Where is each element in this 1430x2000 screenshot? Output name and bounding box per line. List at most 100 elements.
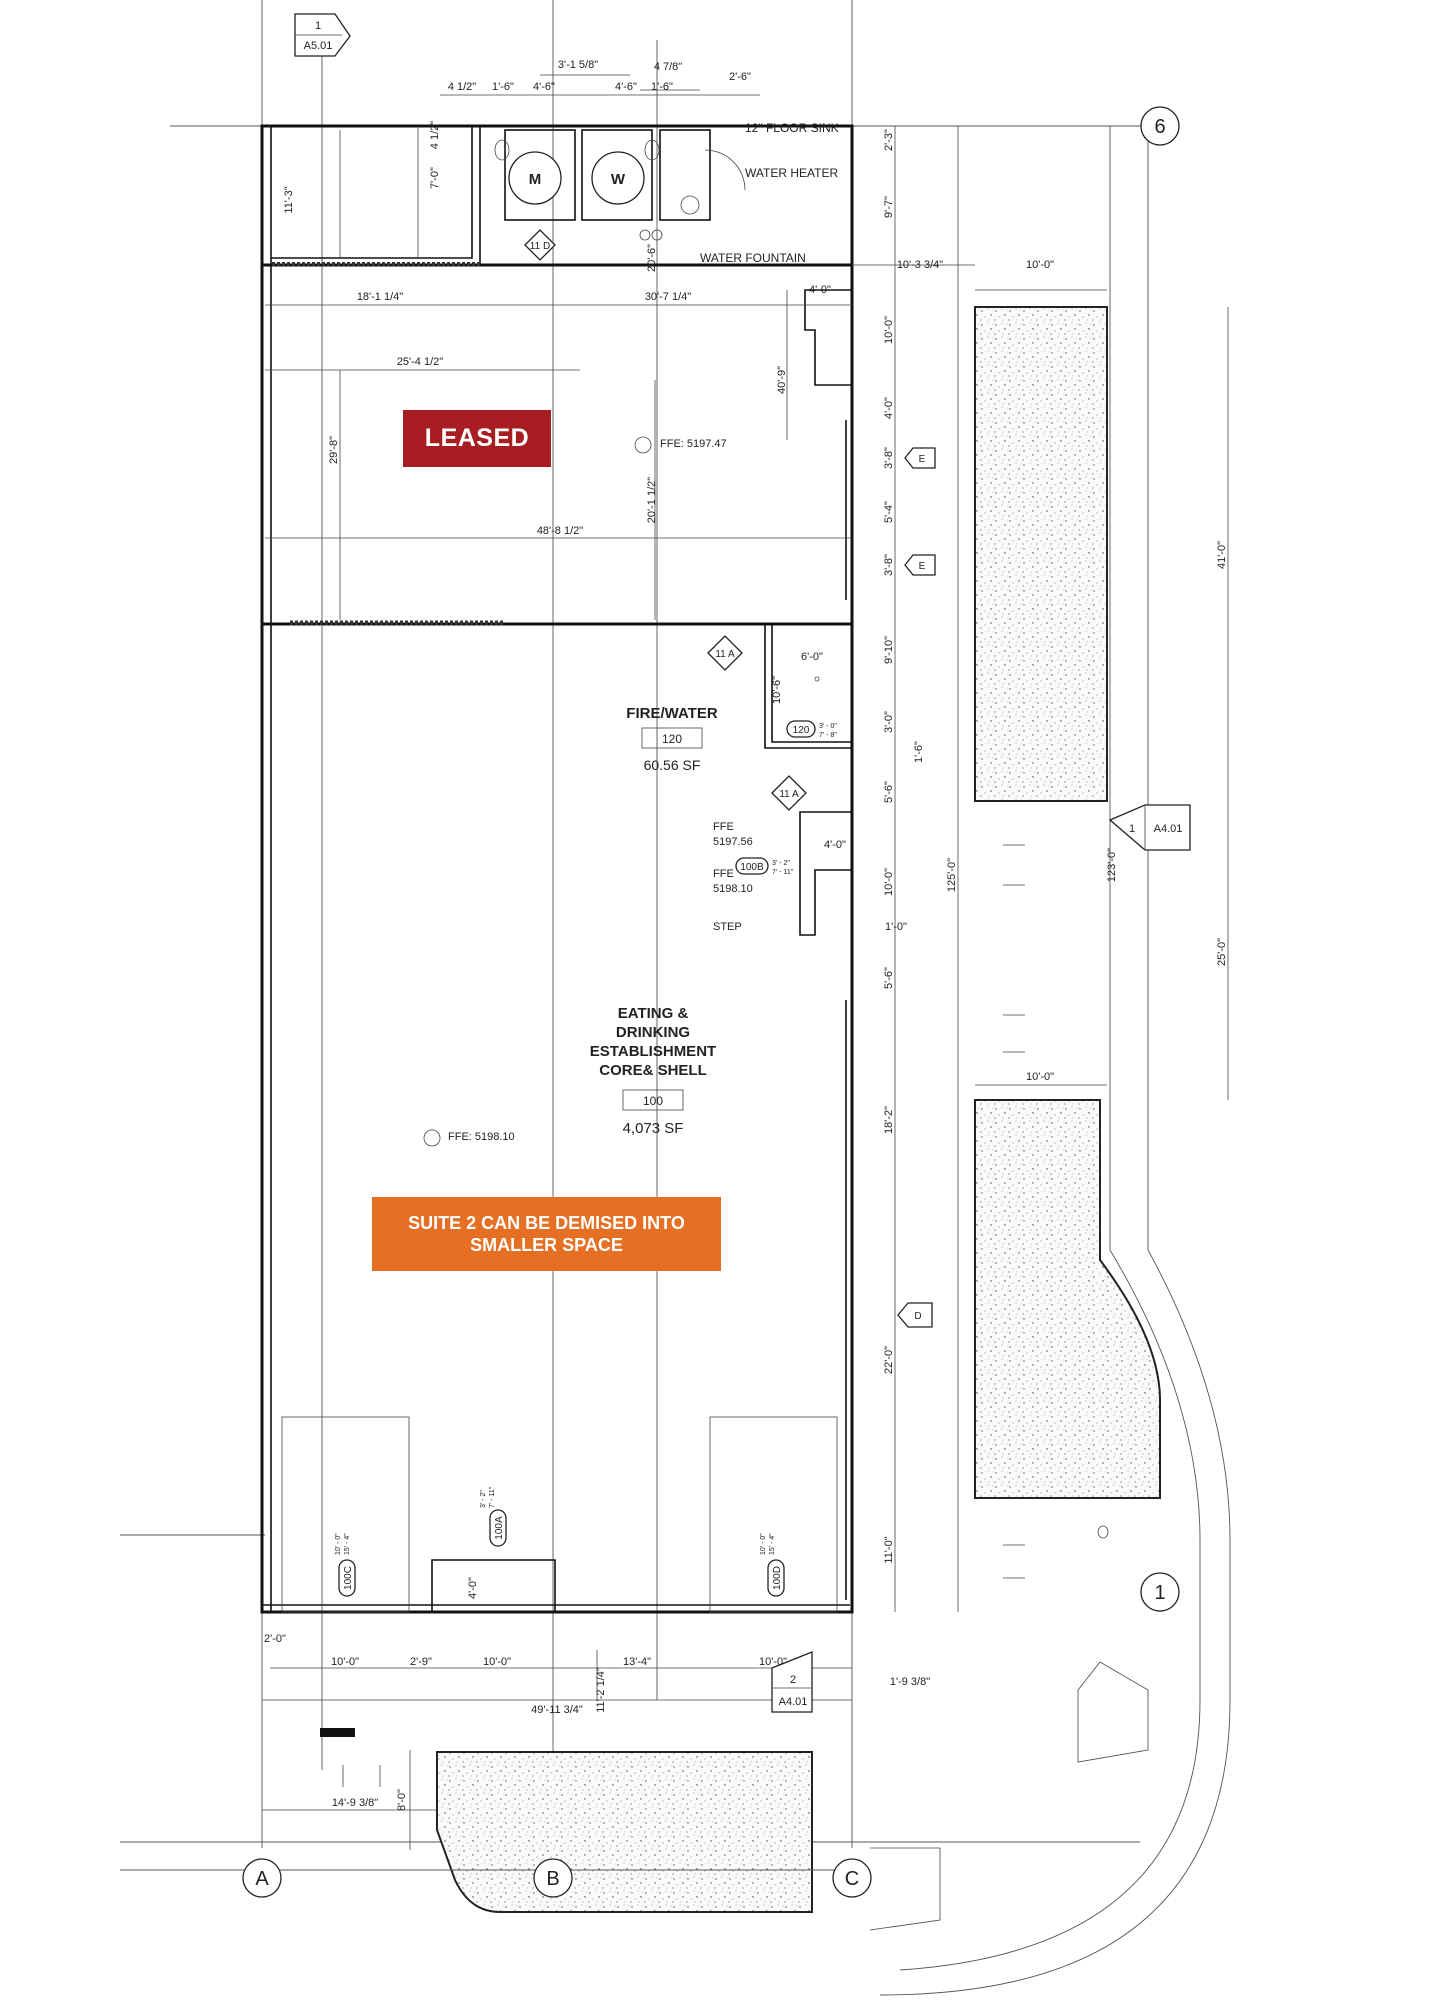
leased-banner: LEASED xyxy=(403,410,551,467)
section-ref-right-sheet: A4.01 xyxy=(1154,823,1183,835)
dim-5-6-a: 5'-6" xyxy=(883,781,895,803)
dim-29-8: 29'-8" xyxy=(328,436,340,464)
section-ref-bottom-number: 2 xyxy=(790,1674,796,1686)
dim-4-12-b: 4 1/2" xyxy=(429,121,441,149)
dim-10-0-a: 10'-0" xyxy=(883,316,895,344)
dim-10-0-c: 10'-0" xyxy=(331,1656,359,1668)
dim-1-6-a: 1'-6" xyxy=(492,81,514,93)
detail-tags: 11 D 11 A 11 A E E D 120 3' - 0" 7' - 8"… xyxy=(335,229,936,1597)
step-label: STEP xyxy=(713,921,742,933)
main-room-name-line-4: CORE& SHELL xyxy=(599,1062,707,1079)
ffe-main-label: FFE: 5198.10 xyxy=(448,1131,515,1143)
tag-11a-top: 11 A xyxy=(715,649,735,660)
dim-41-0: 41'-0" xyxy=(1216,541,1228,569)
dim-10-0-mid: 10'-0" xyxy=(1026,1071,1054,1083)
floor-sink-label: 12" FLOOR SINK xyxy=(745,121,839,135)
section-ref-bottom-sheet: A4.01 xyxy=(779,1696,808,1708)
ffe-top-label: FFE: 5197.47 xyxy=(660,438,727,450)
section-ref-top-sheet: A5.01 xyxy=(304,40,333,52)
dim-1-0: 1'-0" xyxy=(885,921,907,933)
dim-18-2: 18'-2" xyxy=(883,1106,895,1134)
dim-4-0-a: 4'-0" xyxy=(809,284,831,296)
grid-label-6: 6 xyxy=(1154,116,1165,138)
dim-1-6-c: 1'-6" xyxy=(913,741,925,763)
room-labels: M W FIRE/WATER 120 60.56 SF EATING & DRI… xyxy=(529,171,718,1137)
site-planters xyxy=(120,126,1231,1996)
suite-demise-banner: SUITE 2 CAN BE DEMISED INTO SMALLER SPAC… xyxy=(372,1197,721,1271)
dim-2-0: 2'-0" xyxy=(264,1633,286,1645)
dim-4-12-a: 4 1/2" xyxy=(448,81,476,93)
tag-e-1: E xyxy=(919,454,926,465)
fire-water-room-number: 120 xyxy=(662,732,682,746)
grid-lines xyxy=(120,0,1150,1848)
ffe-2-value: 5198.10 xyxy=(713,883,753,895)
dim-7-0: 7'-0" xyxy=(429,167,441,189)
section-refs: 1 A5.01 1 A4.01 2 A4.01 xyxy=(294,13,1191,1713)
dim-123-0: 123'-0" xyxy=(1106,848,1118,882)
ffe-2-label: FFE xyxy=(713,868,734,880)
grid-label-b: B xyxy=(546,1868,559,1890)
dim-20-1-12: 20'-1 1/2" xyxy=(646,477,658,523)
dim-4-0-b: 4'-0" xyxy=(883,397,895,419)
tag-d: D xyxy=(914,1311,921,1322)
dim-14-9-38: 14'-9 3/8" xyxy=(332,1797,378,1809)
section-ref-right-number: 1 xyxy=(1129,823,1135,835)
dim-4-6-a: 4'-6" xyxy=(533,81,555,93)
water-fountain-label: WATER FOUNTAIN xyxy=(700,251,806,265)
dim-2-6: 2'-6" xyxy=(729,71,751,83)
dim-18-1-14: 18'-1 1/4" xyxy=(357,291,403,303)
tag-11d: 11 D xyxy=(530,241,550,252)
main-room-name-line-3: ESTABLISHMENT xyxy=(590,1043,716,1060)
main-room-name-line-1: EATING & xyxy=(618,1005,689,1022)
building-walls xyxy=(260,124,854,1614)
dim-3-8-a: 3'-8" xyxy=(883,447,895,469)
dim-9-10: 9'-10" xyxy=(883,636,895,664)
door-100a-size-2: 7' - 11" xyxy=(489,1486,496,1508)
door-100b-size-2: 7' - 11" xyxy=(772,869,794,876)
dim-25-4-12: 25'-4 1/2" xyxy=(397,356,443,368)
dim-4-6-b: 4'-6" xyxy=(615,81,637,93)
door-100c-size: 10' - 0" xyxy=(335,1533,342,1555)
dim-6-0: 6'-0" xyxy=(801,651,823,663)
ffe-1-value: 5197.56 xyxy=(713,836,753,848)
dim-11-3: 11'-3" xyxy=(283,186,295,213)
restroom-men-label: M xyxy=(529,171,542,188)
ffe-1-label: FFE xyxy=(713,821,734,833)
door-100d-size-2: 15' - 4" xyxy=(769,1533,776,1555)
door-120-size-2: 7' - 8" xyxy=(819,732,837,739)
tag-11a-bottom: 11 A xyxy=(779,789,799,800)
dim-3-1-58: 3'-1 5/8" xyxy=(558,59,598,71)
annotations: 12" FLOOR SINK WATER HEATER WATER FOUNTA… xyxy=(423,121,839,1147)
section-ref-top-number: 1 xyxy=(315,20,321,32)
dim-10-0-e: 10'-0" xyxy=(759,1656,787,1668)
dim-4-78: 4 7/8" xyxy=(654,61,682,73)
main-room-area: 4,073 SF xyxy=(623,1120,684,1137)
dim-40-9: 40'-9" xyxy=(776,366,788,394)
door-tag-100c: 100C xyxy=(343,1566,354,1590)
dim-5-4: 5'-4" xyxy=(883,501,895,523)
main-room-number: 100 xyxy=(643,1094,663,1108)
door-tag-100b: 100B xyxy=(740,862,764,873)
dim-25-0: 25'-0" xyxy=(1216,938,1228,966)
grid-label-1: 1 xyxy=(1154,1582,1165,1604)
dim-11-2-14: 11'-2 1/4" xyxy=(595,1667,607,1713)
door-tag-120: 120 xyxy=(793,725,810,736)
dim-4-0-c: 4'-0" xyxy=(824,839,846,851)
door-tag-100a: 100A xyxy=(494,1516,505,1540)
fire-water-room-area: 60.56 SF xyxy=(644,757,701,773)
dimension-lines xyxy=(262,74,1229,1850)
dim-10-3-34: 10'-3 3/4" xyxy=(897,259,943,271)
restroom-fixtures xyxy=(494,139,820,682)
bike-racks xyxy=(320,844,1109,1787)
door-100b-size: 3' - 2" xyxy=(772,860,790,867)
dim-3-8-b: 3'-8" xyxy=(883,554,895,576)
door-120-size: 3' - 0" xyxy=(819,723,837,730)
dim-22-0: 22'-0" xyxy=(883,1346,895,1374)
dim-2-3: 2'-3" xyxy=(883,129,895,151)
dim-30-7-14: 30'-7 1/4" xyxy=(645,291,691,303)
dim-10-0-b: 10'-0" xyxy=(883,868,895,896)
dim-1-6-b: 1'-6" xyxy=(651,81,673,93)
dim-5-6-b: 5'-6" xyxy=(883,967,895,989)
dim-125-0: 125'-0" xyxy=(946,858,958,892)
